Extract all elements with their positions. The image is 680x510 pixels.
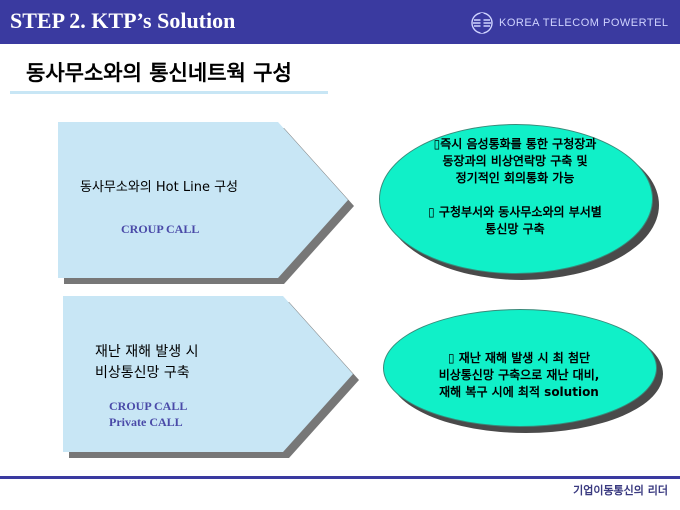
arrow-shape-1 [58,122,354,284]
kt-logo-icon [471,12,493,34]
block2-caps: CROUP CALL Private CALL [109,398,187,430]
ellipse-2 [383,309,657,427]
arrow-shape-2 [63,296,359,458]
block2-caps-line: CROUP CALL [109,399,188,413]
block1-ellipse-line: 정기적인 회의통화 가능 [455,171,575,185]
block2-ellipse-line: 재해 복구 시에 최적 solution [439,385,599,399]
brand-text: KOREA TELECOM POWERTEL [499,17,669,29]
page-title: 동사무소와의 통신네트웍 구성 [26,61,292,85]
footer-bar [0,476,680,479]
block2-heading-line: 비상통신망 구축 [95,365,190,381]
ellipse-1 [379,124,653,274]
step-title: STEP 2. KTP’s Solution [10,8,236,33]
block2-caps-line: Private CALL [109,415,183,429]
title-underline [10,91,328,94]
footer-text: 기업이동통신의 리더 [573,484,668,497]
header-bar: STEP 2. KTP’s Solution KOREA TELECOM POW… [0,0,680,44]
block1-ellipse-spacer [388,187,642,204]
brand: KOREA TELECOM POWERTEL [471,12,669,34]
block2-heading: 재난 재해 발생 시 비상통신망 구축 [95,342,199,384]
block2-heading-line: 재난 재해 발생 시 [95,344,199,360]
block2-ellipse-line: 비상통신망 구축으로 재난 대비, [438,368,600,382]
block2-ellipse-line: ▯ 재난 재해 발생 시 최 첨단 [447,351,591,365]
block1-ellipse-text: ▯즉시 음성통화를 통한 구청장과 동장과의 비상연락망 구축 및 정기적인 회… [388,136,642,238]
block2-ellipse-text: ▯ 재난 재해 발생 시 최 첨단 비상통신망 구축으로 재난 대비, 재해 복… [392,350,646,401]
block1-ellipse-line: ▯즉시 음성통화를 통한 구청장과 [433,137,597,151]
block1-caps: CROUP CALL [121,222,200,236]
block1-ellipse-line: 통신망 구축 [485,222,545,236]
block1-ellipse-line: 동장과의 비상연락망 구축 및 [442,154,588,168]
block1-ellipse-line: ▯ 구청부서와 동사무소와의 부서별 [428,205,602,219]
block1-heading: 동사무소와의 Hot Line 구성 [80,180,238,195]
